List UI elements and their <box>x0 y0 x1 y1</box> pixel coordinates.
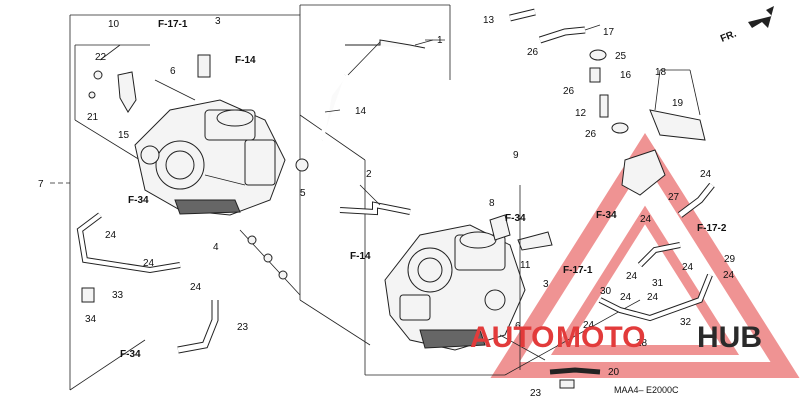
callout: 11 <box>520 260 531 271</box>
ref-label: F-34 <box>120 349 141 360</box>
callout: 24 <box>143 258 155 269</box>
assembly-outline <box>50 4 641 391</box>
callout: 3 <box>543 279 549 290</box>
ref-label: F-34 <box>128 195 149 206</box>
carburetor-upper <box>134 99 286 216</box>
callout: 9 <box>513 150 519 161</box>
callout: 24 <box>682 262 694 273</box>
ref-label: F-17-1 <box>563 265 593 276</box>
callout: 24 <box>190 282 202 293</box>
callout: 26 <box>527 47 539 58</box>
callout: 6 <box>515 321 521 332</box>
ref-label: F-14 <box>350 251 371 262</box>
front-direction-indicator: FR. <box>719 6 774 45</box>
callout: 24 <box>620 292 632 303</box>
callout: 13 <box>483 15 495 26</box>
callout: 33 <box>112 290 124 301</box>
watermark-word: HUB <box>697 321 762 354</box>
ref-label: F-34 <box>596 210 617 221</box>
callout: 26 <box>585 129 597 140</box>
watermark-word: MOTO <box>556 321 645 354</box>
ref-label: F-34 <box>505 213 526 224</box>
callout: 30 <box>600 286 612 297</box>
callout: 10 <box>108 19 120 30</box>
callout: 21 <box>87 112 99 123</box>
callout: 24 <box>105 230 117 241</box>
callout: 19 <box>672 98 684 109</box>
callout: 24 <box>583 320 595 331</box>
ref-label: F-14 <box>235 55 256 66</box>
part-callouts: 10 3 22 6 21 15 7 5 1 13 17 26 25 16 26 … <box>38 15 736 399</box>
callout: 18 <box>655 67 667 78</box>
ref-label: F-17-1 <box>158 19 188 30</box>
parts-group <box>76 8 715 389</box>
callout: 6 <box>170 66 176 77</box>
callout: 16 <box>620 70 632 81</box>
callout: 23 <box>530 388 542 399</box>
callout: 31 <box>652 278 664 289</box>
callout: 24 <box>640 214 652 225</box>
callout: 12 <box>575 108 587 119</box>
front-arrow-icon <box>748 6 774 28</box>
callout: 29 <box>724 254 736 265</box>
callout: 4 <box>213 242 219 253</box>
callout: 2 <box>366 169 372 180</box>
callout: 15 <box>118 130 130 141</box>
callout: 14 <box>355 106 367 117</box>
drawing-code: MAA4– E2000C <box>614 385 679 395</box>
callout: 3 <box>215 16 221 27</box>
callout: 1 <box>437 35 443 46</box>
callout: 5 <box>300 188 306 199</box>
callout: 24 <box>626 271 638 282</box>
callout: 25 <box>615 51 627 62</box>
callout: 24 <box>723 270 735 281</box>
ref-label: F-17-2 <box>697 223 727 234</box>
callout: 22 <box>95 52 107 63</box>
callout: 27 <box>668 192 680 203</box>
reference-labels: F-17-1 F-14 F-34 F-14 F-34 F-17-1 F-17-2… <box>120 19 727 360</box>
callout: 7 <box>38 179 44 190</box>
watermark-logo <box>490 133 800 378</box>
callout: 20 <box>608 367 620 378</box>
front-label: FR. <box>719 28 738 44</box>
callout: 24 <box>700 169 712 180</box>
callout: 23 <box>237 322 249 333</box>
callout: 32 <box>680 317 692 328</box>
watermark-text: AUTO MOTO HUB <box>470 321 762 354</box>
callout: 28 <box>636 338 648 349</box>
watermark-word: AUTO <box>470 321 554 354</box>
callout: 8 <box>489 198 495 209</box>
callout: 26 <box>563 86 575 97</box>
callout: 17 <box>603 27 615 38</box>
carburetor-lower <box>384 224 526 351</box>
callout: 24 <box>647 292 659 303</box>
callout: 34 <box>85 314 97 325</box>
